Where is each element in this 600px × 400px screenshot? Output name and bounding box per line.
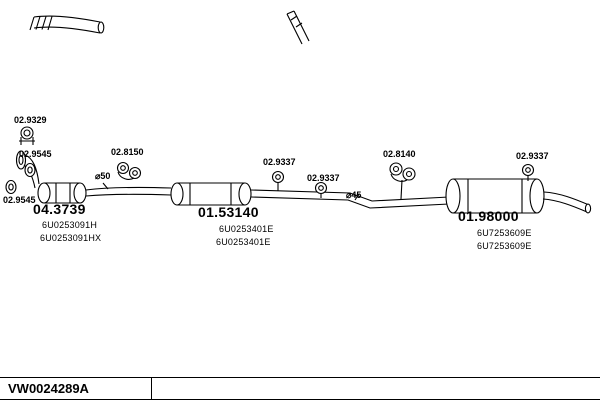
hanger3-icon (521, 163, 535, 181)
dia45-leader (354, 193, 360, 201)
footer-code-cell: VW0024289A (0, 378, 152, 399)
oe-ref-front-2: 6U0253091HX (40, 233, 102, 243)
bracket-rear-icon (389, 162, 416, 200)
front-pipe (85, 186, 172, 197)
middle-muffler-body (170, 182, 252, 206)
diameter-front-label: ⌀50 (95, 171, 111, 181)
diameter-mid-label: ⌀45 (346, 190, 362, 200)
clamp-label: 02.9329 (14, 115, 47, 125)
gasket2-label: 02.9545 (3, 195, 36, 205)
footer-bar: VW0024289A (0, 377, 600, 400)
hanger1-label: 02.9337 (263, 157, 296, 167)
front-flange (15, 150, 40, 189)
mid-pipe (250, 189, 450, 209)
gasket1-label: 02.9545 (19, 149, 52, 159)
rear-muffler-body (445, 178, 545, 214)
bracket-rear-label: 02.8140 (383, 149, 416, 159)
oe-ref-rear-1: 6U7253609E (477, 228, 532, 238)
dia50-leader (102, 182, 109, 190)
catalyst-body (37, 182, 87, 204)
system-code: VW0024289A (8, 381, 89, 396)
bracket-front-icon (116, 161, 142, 180)
part-number-rear: 01.98000 (458, 208, 519, 224)
oe-ref-middle-1: 6U0253401E (219, 224, 274, 234)
hanger2-label: 02.9337 (307, 173, 340, 183)
hanger3-label: 02.9337 (516, 151, 549, 161)
bracket-front-label: 02.8150 (111, 147, 144, 157)
hanger2-icon (314, 181, 328, 198)
pipe-cut-stub (286, 10, 310, 45)
front-pipe-stub (29, 15, 105, 34)
oe-ref-rear-2: 6U7253609E (477, 241, 532, 251)
clamp-icon (19, 126, 35, 145)
oe-ref-middle-2: 6U0253401E (216, 237, 271, 247)
gasket-icon-1 (24, 162, 36, 178)
part-number-middle: 01.53140 (198, 204, 259, 220)
gasket-icon-2 (5, 179, 17, 195)
oe-ref-front-1: 6U0253091H (42, 220, 98, 230)
tailpipe (542, 191, 592, 214)
hanger1-icon (271, 170, 285, 191)
part-number-front: 04.3739 (33, 201, 86, 217)
